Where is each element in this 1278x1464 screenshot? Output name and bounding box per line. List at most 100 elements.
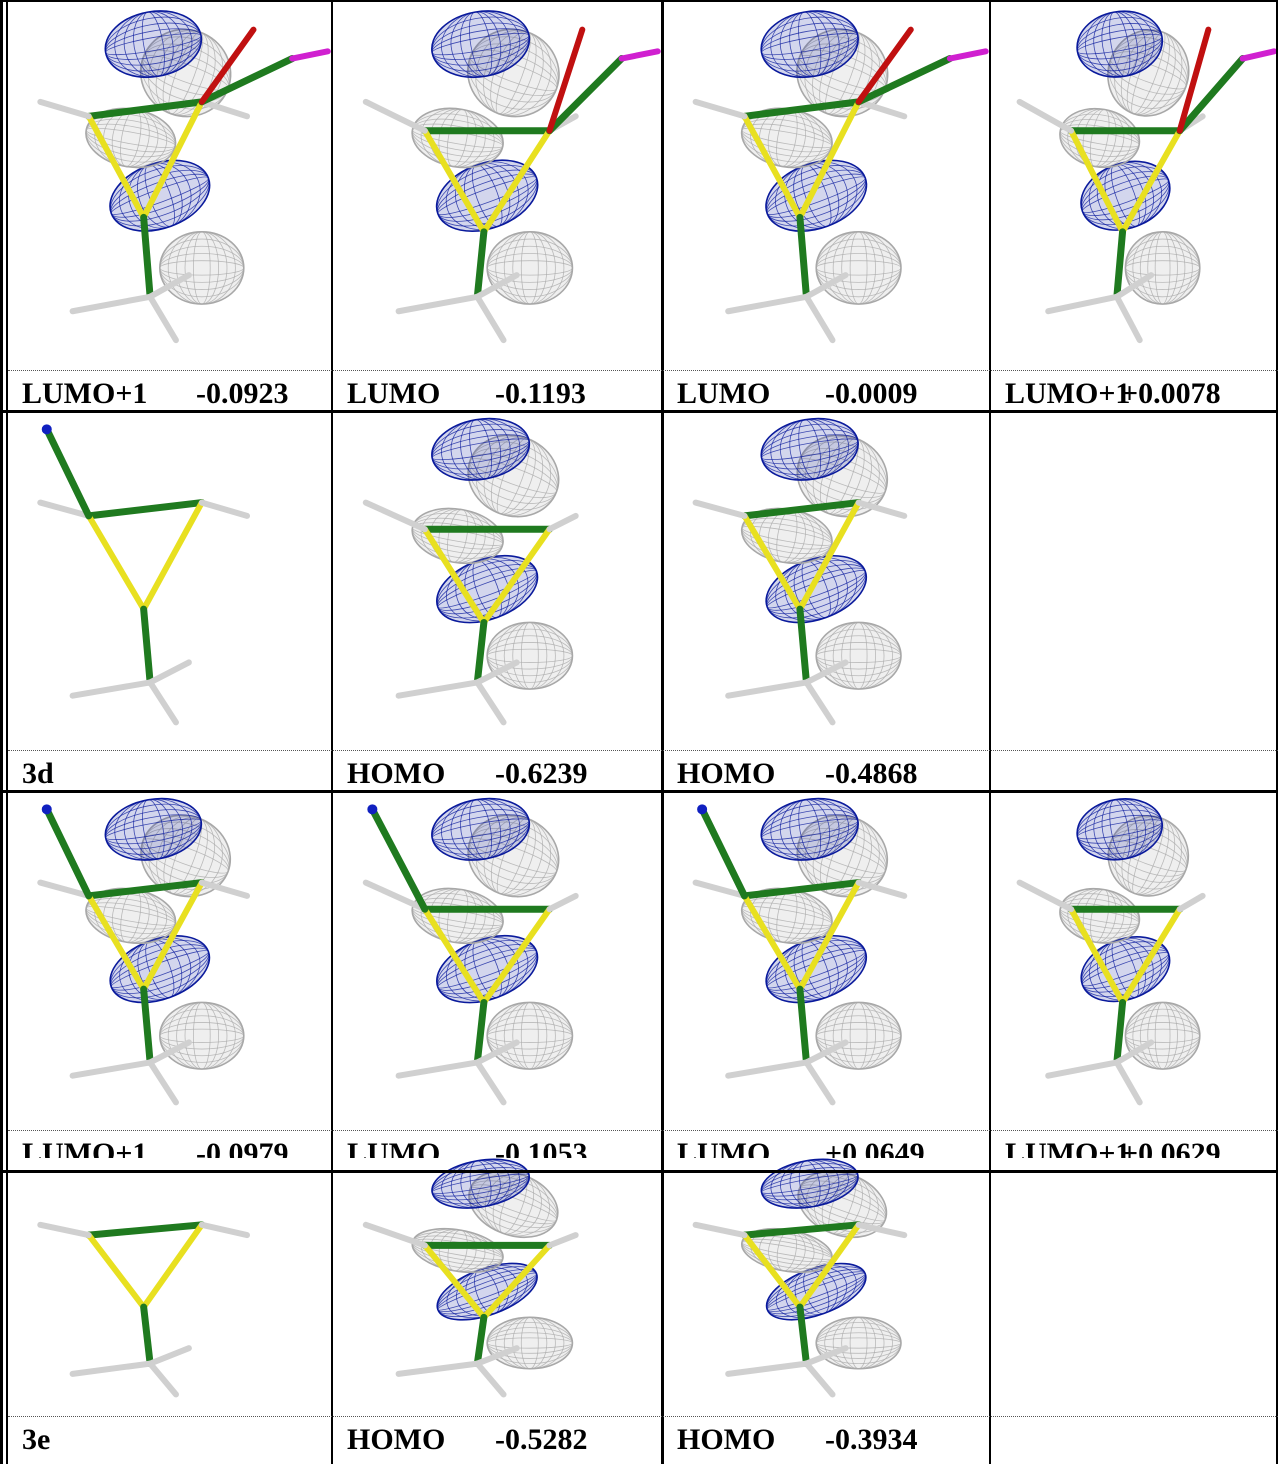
orbital-lobe-negative (1107, 815, 1190, 897)
bond-carbon (473, 1313, 488, 1368)
bond-hydrogen (395, 679, 481, 699)
orbital-caption: HOMO-0.6239 (333, 751, 661, 790)
nitrogen-atom (41, 804, 52, 815)
orbital-lobe-negative (796, 814, 889, 898)
bond-hydrogen (1176, 892, 1206, 913)
orbital-caption (991, 1417, 1277, 1462)
bond-hydrogen (37, 98, 92, 120)
bond-carbon (796, 1303, 810, 1368)
bond-carbon (741, 98, 863, 120)
bond-carbon (473, 618, 488, 686)
bond-hydrogen (69, 679, 154, 699)
orbital-lobe-positive (765, 159, 868, 232)
bond-sulfur (140, 879, 205, 993)
bond-sulfur (421, 1242, 487, 1321)
bond-carbon (741, 1221, 863, 1239)
bond-hydrogen (725, 1059, 810, 1079)
orbital-caption: 3d (8, 751, 331, 790)
bond-iodine (946, 48, 989, 62)
molecule-render (37, 10, 331, 344)
orbital-figure (333, 416, 661, 749)
bond-sulfur (480, 127, 553, 235)
bond-carbon (140, 213, 154, 301)
orbital-label: LUMO (677, 377, 771, 410)
bond-hydrogen (147, 1039, 192, 1066)
empty-cell (991, 1158, 1277, 1415)
bond-hydrogen (803, 659, 849, 686)
bond-sulfur (140, 1221, 205, 1311)
bond-hydrogen (803, 1345, 849, 1367)
orbital-label: LUMO+1 (22, 377, 148, 410)
empty-cell (991, 416, 1277, 749)
orbital-lobe-negative (1124, 1001, 1201, 1070)
bond-carbon (1176, 55, 1247, 135)
orbital-lobe-positive (760, 797, 859, 861)
molecule-render (362, 797, 579, 1106)
orbital-figure (663, 796, 989, 1129)
bond-sulfur (796, 1221, 862, 1311)
molecule-render (692, 10, 989, 344)
bond-hydrogen (147, 272, 192, 300)
bond-hydrogen (147, 293, 179, 344)
orbital-lobe-positive (765, 935, 868, 1004)
bond-iodine (1239, 48, 1277, 62)
orbital-energy: -0.5282 (495, 1423, 588, 1456)
orbital-lobe-negative (159, 231, 245, 305)
orbital-lobe-positive (760, 417, 859, 481)
orbital-label: 3e (22, 1423, 51, 1456)
bond-sulfur (741, 512, 803, 613)
bond-hydrogen (855, 499, 908, 519)
bond-hydrogen (692, 499, 748, 519)
nitrogen-atom (367, 804, 378, 815)
bond-hydrogen (69, 293, 154, 315)
bond-hydrogen (855, 879, 908, 899)
molecule-render (1016, 798, 1206, 1106)
bond-hydrogen (147, 1360, 179, 1398)
table-border-left (0, 0, 3, 1464)
orbital-figure (8, 796, 331, 1129)
bond-hydrogen (474, 1039, 520, 1066)
bond-hydrogen (803, 272, 849, 300)
bond-carbon (1113, 998, 1127, 1066)
bond-hydrogen (803, 1039, 849, 1066)
orbital-lobe-positive (1076, 798, 1164, 861)
orbital-label: HOMO (347, 757, 446, 790)
bond-hydrogen (803, 1360, 836, 1398)
bond-carbon (198, 55, 296, 106)
bond-hydrogen (855, 1221, 908, 1239)
bond-carbon (796, 985, 810, 1066)
column-divider (661, 0, 664, 1464)
bond-hydrogen (1113, 1059, 1143, 1106)
bond-carbon (1113, 228, 1127, 301)
orbital-lobe-negative (815, 621, 902, 690)
orbital-lobe-positive (431, 797, 531, 861)
orbital-figure (333, 8, 661, 369)
bond-carbon (85, 98, 206, 120)
bond-hydrogen (198, 879, 251, 899)
orbital-figure (663, 416, 989, 749)
bond-hydrogen (546, 512, 579, 533)
bond-hydrogen (362, 1221, 428, 1249)
bond-oxygen (198, 26, 257, 105)
orbital-lobe-positive (1076, 10, 1164, 78)
caption-divider (8, 750, 1278, 751)
column-divider (989, 0, 991, 1464)
row-divider (0, 1170, 1278, 1173)
bond-sulfur (1068, 127, 1126, 235)
bond-sulfur (85, 1232, 147, 1311)
orbital-label: HOMO (347, 1423, 446, 1456)
orbital-caption: HOMO-0.4868 (663, 751, 989, 790)
bond-hydrogen (37, 879, 92, 899)
orbital-figure (991, 8, 1277, 369)
orbital-figure (8, 8, 331, 369)
bond-carbon (796, 213, 810, 301)
bond-hydrogen (395, 1360, 481, 1377)
bond-sulfur (85, 113, 147, 221)
orbital-lobe-positive (104, 10, 203, 78)
orbital-lobe-positive (765, 1262, 867, 1321)
orbital-lobe-positive (435, 934, 539, 1004)
bond-hydrogen (198, 1221, 251, 1239)
bond-sulfur (85, 892, 147, 993)
orbital-lobe-positive (431, 417, 531, 481)
orbital-lobe-positive (1080, 160, 1171, 231)
